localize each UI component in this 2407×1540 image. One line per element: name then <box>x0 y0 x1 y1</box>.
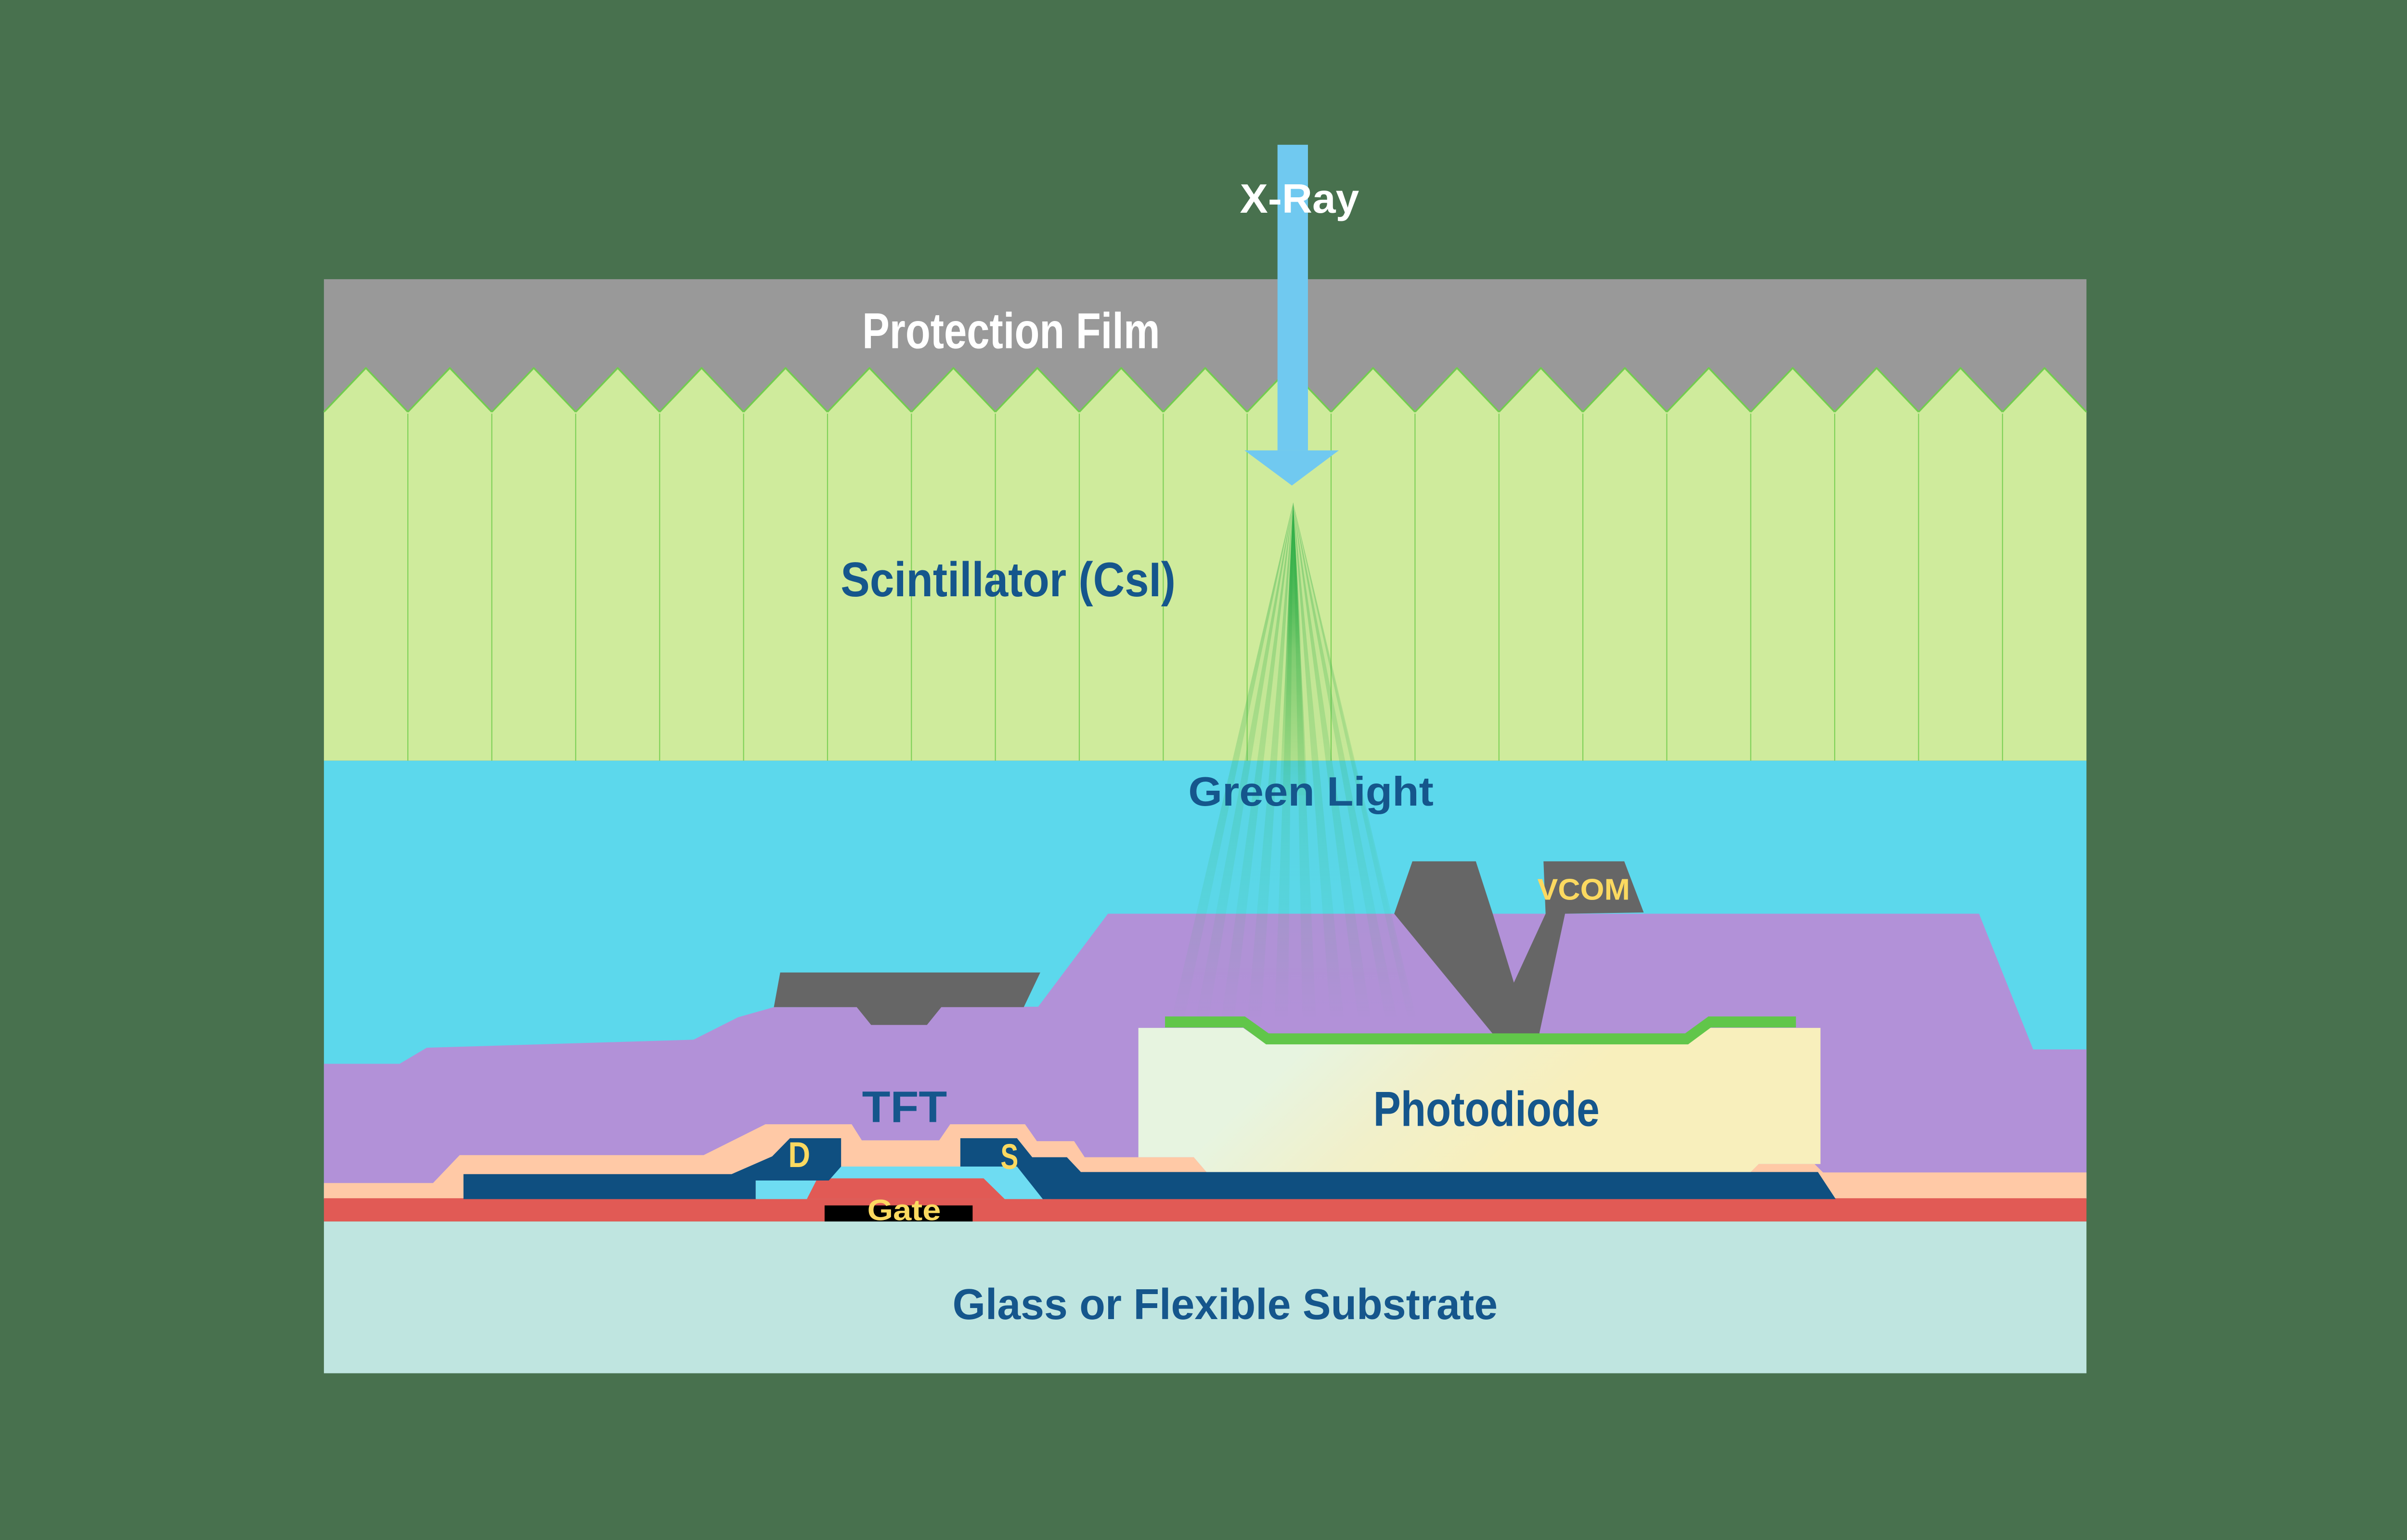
svg-text:Photodiode: Photodiode <box>1373 1082 1600 1137</box>
svg-text:Scintillator (CsI): Scintillator (CsI) <box>841 553 1176 607</box>
svg-text:TFT: TFT <box>862 1082 947 1132</box>
svg-text:D: D <box>788 1135 810 1175</box>
svg-text:S: S <box>1000 1137 1018 1177</box>
svg-text:Protection Film: Protection Film <box>862 303 1160 359</box>
svg-text:Gate: Gate <box>867 1194 941 1227</box>
svg-text:X-Ray: X-Ray <box>1240 176 1359 222</box>
svg-text:Green Light: Green Light <box>1188 769 1433 815</box>
svg-text:VCOM: VCOM <box>1538 873 1630 907</box>
svg-text:Glass or Flexible Substrate: Glass or Flexible Substrate <box>953 1280 1498 1329</box>
